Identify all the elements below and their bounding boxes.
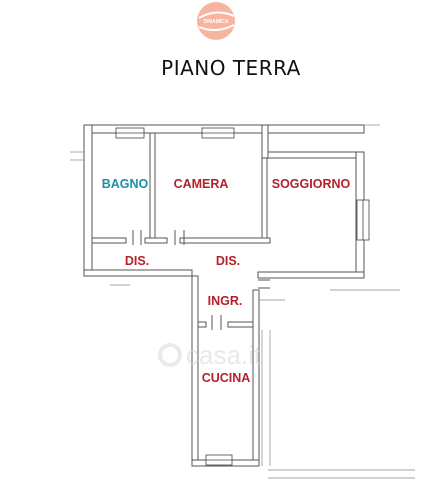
room-label-soggiorno: SOGGIORNO (272, 177, 351, 191)
room-label-dis-left: DIS. (125, 254, 149, 268)
room-label-bagno: BAGNO (102, 177, 149, 191)
plan-title: PIANO TERRA (161, 56, 301, 80)
wall-step (261, 124, 269, 159)
room-label-dis-right: DIS. (216, 254, 240, 268)
watermark-text: casa.it (186, 340, 262, 370)
wall-bagno-bottom-1 (91, 237, 127, 244)
wall-camera-soggiorno (261, 157, 268, 241)
wall-left (83, 124, 93, 276)
wall-ingr-divider (227, 321, 254, 328)
wall-camera-bottom (179, 237, 271, 244)
door-marks (132, 230, 270, 330)
agency-logo: DINAMICA (197, 2, 235, 40)
casa-watermark: casa.it (158, 340, 262, 370)
wall-cucina-right (252, 289, 260, 467)
room-label-cucina: CUCINA (202, 371, 251, 385)
logo-circle-icon (197, 2, 235, 40)
room-label-ingr: INGR. (208, 294, 243, 308)
wall-bagno-bottom-2 (144, 237, 168, 244)
room-label-camera: CAMERA (174, 177, 229, 191)
wall-cucina-left (191, 275, 199, 467)
wall-bottom-left (83, 269, 193, 277)
wall-bagno-camera (149, 132, 156, 242)
windows (115, 127, 370, 466)
wall-ingr-divider-left (197, 321, 207, 328)
casa-house-icon (158, 343, 182, 367)
context-lines (70, 124, 415, 479)
wall-soggiorno-top (261, 151, 363, 159)
wall-bottom-right (257, 271, 365, 279)
logo-text: DINAMICA (204, 19, 229, 25)
